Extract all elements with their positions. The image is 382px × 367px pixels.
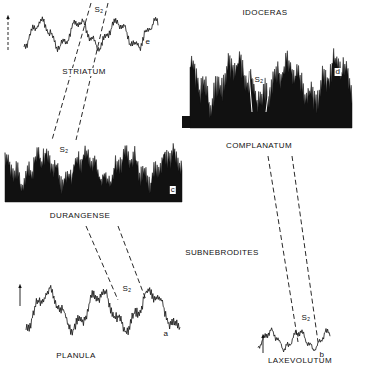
suture-line: [24, 17, 158, 52]
dashed-guide: [118, 226, 146, 300]
figure-letter: a: [163, 330, 170, 338]
species-name: LAXEVOLUTUM: [267, 357, 333, 365]
species-name: DURANGENSE: [49, 212, 111, 220]
genus-name: IDOCERAS: [242, 9, 289, 17]
suture-fill: [182, 116, 191, 128]
dashed-guide: [86, 226, 118, 300]
dashed-guide: [268, 156, 298, 342]
suture-line: [190, 48, 352, 128]
suture-element: S₂: [121, 285, 132, 293]
suture-element: S₂: [253, 76, 264, 84]
figure-letter: d: [335, 68, 342, 76]
species-name: STRIATUM: [61, 68, 107, 76]
guide-line: [266, 62, 272, 112]
suture-line: [258, 328, 330, 352]
species-name: COMPLANATUM: [225, 142, 293, 150]
growth-arrow: [20, 286, 21, 306]
suture-element: S₂: [93, 6, 104, 14]
species-name: PLANULA: [55, 352, 96, 360]
guide-line: [248, 62, 252, 112]
suture-element: S₂: [58, 146, 69, 154]
figure-letter: e: [145, 38, 152, 46]
suture-element: S₂: [300, 314, 311, 322]
suture-line: [5, 143, 182, 202]
suture-line: [26, 285, 180, 335]
growth-arrow: [8, 17, 9, 50]
dashed-guide: [292, 156, 318, 342]
figure-letter: c: [170, 186, 176, 194]
genus-name: SUBNEBRODITES: [184, 249, 260, 257]
